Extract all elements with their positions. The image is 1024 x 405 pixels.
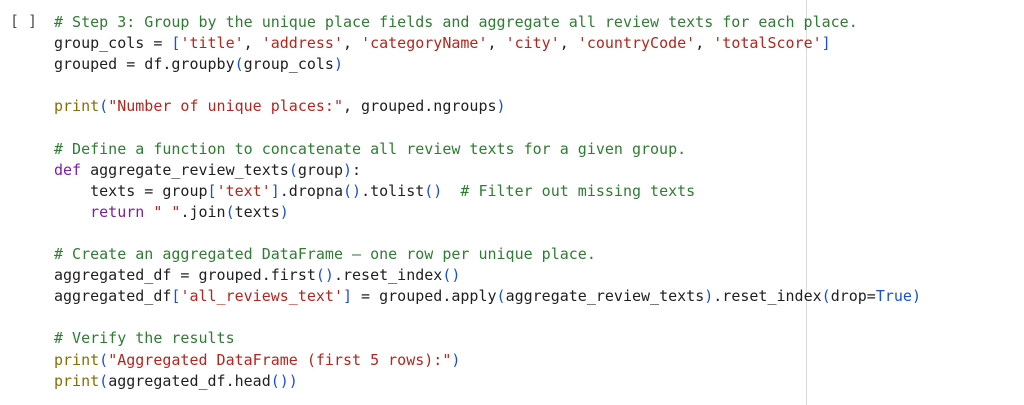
code-token-string: "Aggregated DataFrame (first 5 rows):" [108, 350, 452, 369]
code-token-string: 'city' [505, 34, 560, 53]
code-token-bracket: ( [288, 160, 298, 179]
code-line[interactable]: print("Number of unique places:", groupe… [54, 96, 921, 117]
code-token-plain: aggregate_review_texts [505, 287, 705, 306]
line-length-ruler [806, 0, 807, 405]
code-line[interactable]: # Define a function to concatenate all r… [54, 139, 921, 160]
code-line[interactable]: aggregated_df = grouped.first().reset_in… [54, 265, 921, 286]
run-cell-button[interactable]: [ ] [10, 12, 38, 30]
code-line[interactable]: texts = group['text'].dropna().tolist() … [54, 181, 921, 202]
code-token-plain: .dropna [279, 181, 343, 200]
code-token-bracket: ( [234, 55, 244, 74]
code-token-plain: , [343, 34, 362, 53]
code-token-plain: grouped = df.groupby [54, 55, 235, 74]
code-token-plain: , [487, 34, 506, 53]
code-token-string: 'totalScore' [713, 34, 822, 53]
code-token-string: "Number of unique places:" [108, 97, 343, 116]
code-token-plain: aggregated_df.head [108, 371, 271, 390]
code-token-plain: texts = group [54, 181, 208, 200]
code-token-bracket: ) [451, 350, 461, 369]
code-token-bracket: ( [821, 287, 831, 306]
code-token-comment: # Define a function to concatenate all r… [54, 139, 687, 158]
code-token-comment: # Create an aggregated DataFrame — one r… [54, 245, 596, 264]
code-token-bracket: () [424, 181, 443, 200]
code-token-bracket: ] [343, 287, 353, 306]
code-token-plain: group [297, 160, 343, 179]
code-line[interactable]: ​ [54, 307, 921, 328]
code-token-bracket: [ [207, 181, 217, 200]
code-token-keyword: def [54, 160, 91, 179]
code-token-bracket: ( [99, 350, 109, 369]
code-token-plain: .reset_index [333, 266, 443, 285]
code-token-plain: aggregated_df [54, 287, 172, 306]
code-token-comment: # Step 3: Group by the unique place fiel… [54, 13, 858, 31]
code-editor[interactable]: # Step 3: Group by the unique place fiel… [54, 12, 921, 392]
code-line[interactable]: def aggregate_review_texts(group): [54, 160, 921, 181]
code-line[interactable]: group_cols = ['title', 'address', 'categ… [54, 33, 921, 54]
code-token-bracket: ] [821, 34, 831, 53]
code-token-plain: texts [234, 202, 280, 221]
code-token-bracket: ] [270, 181, 280, 200]
code-token-bracket: ) [496, 97, 506, 116]
code-token-bracket: [ [171, 34, 181, 53]
code-token-plain: group_cols = [54, 34, 172, 53]
code-token-bracket: ) [911, 287, 921, 306]
code-token-bracket: ) [279, 202, 289, 221]
code-line[interactable]: # Create an aggregated DataFrame — one r… [54, 244, 921, 265]
code-token-plain: drop= [830, 287, 876, 306]
code-token-string: 'address' [261, 34, 343, 53]
code-token-bracket: () [315, 266, 334, 285]
code-token-bracket: ) [343, 160, 353, 179]
code-token-plain: .reset_index [713, 287, 822, 306]
code-token-plain [442, 182, 460, 200]
code-token-comment: # Filter out missing texts [460, 181, 696, 200]
code-token-plain [54, 203, 90, 221]
code-token-bracket: ) [333, 55, 343, 74]
code-token-bracket: () [343, 181, 362, 200]
code-token-plain: , [559, 34, 578, 53]
code-token-keyword: return [90, 202, 154, 221]
code-token-plain: : [352, 160, 362, 179]
code-token-plain: = grouped.apply [352, 287, 497, 306]
code-token-comment: # Verify the results [54, 329, 235, 348]
code-token-string: 'categoryName' [361, 34, 488, 53]
code-token-builtin: print [54, 97, 100, 116]
code-line[interactable]: # Verify the results [54, 328, 921, 349]
code-token-plain: , [695, 34, 714, 53]
code-line[interactable]: ​ [54, 117, 921, 138]
code-line[interactable]: grouped = df.groupby(group_cols) [54, 54, 921, 75]
code-line[interactable]: # Step 3: Group by the unique place fiel… [54, 12, 921, 33]
code-line[interactable]: aggregated_df['all_reviews_text'] = grou… [54, 286, 921, 307]
code-token-plain: .join [180, 202, 226, 221]
code-token-plain: aggregated_df = grouped.first [54, 266, 316, 285]
code-token-plain: , [243, 34, 262, 53]
code-token-string: 'all_reviews_text' [180, 287, 343, 306]
code-token-plain: aggregate_review_texts [90, 160, 289, 179]
code-token-bracket: ) [704, 287, 714, 306]
code-token-string: 'countryCode' [577, 34, 696, 53]
code-token-bracket: ( [225, 202, 235, 221]
code-line[interactable]: ​ [54, 75, 921, 96]
code-token-string: 'title' [180, 34, 244, 53]
code-token-bracket: ( [99, 371, 109, 390]
code-token-plain: .tolist [361, 181, 425, 200]
code-line[interactable]: print("Aggregated DataFrame (first 5 row… [54, 350, 921, 371]
code-token-bracket: () [442, 266, 461, 285]
code-token-builtin: print [54, 350, 100, 369]
code-token-string: 'text' [216, 181, 271, 200]
code-line[interactable]: print(aggregated_df.head()) [54, 371, 921, 392]
code-token-bracket: ( [496, 287, 506, 306]
code-token-bracket: [ [171, 287, 181, 306]
code-token-bool: True [875, 287, 912, 306]
code-token-bracket: ()) [270, 371, 298, 390]
code-token-plain: group_cols [243, 55, 334, 74]
code-line[interactable]: ​ [54, 223, 921, 244]
code-token-plain: , grouped.ngroups [343, 97, 497, 116]
code-token-bracket: ( [99, 97, 109, 116]
code-token-builtin: print [54, 371, 100, 390]
code-line[interactable]: return " ".join(texts) [54, 202, 921, 223]
code-token-string: " " [153, 202, 181, 221]
